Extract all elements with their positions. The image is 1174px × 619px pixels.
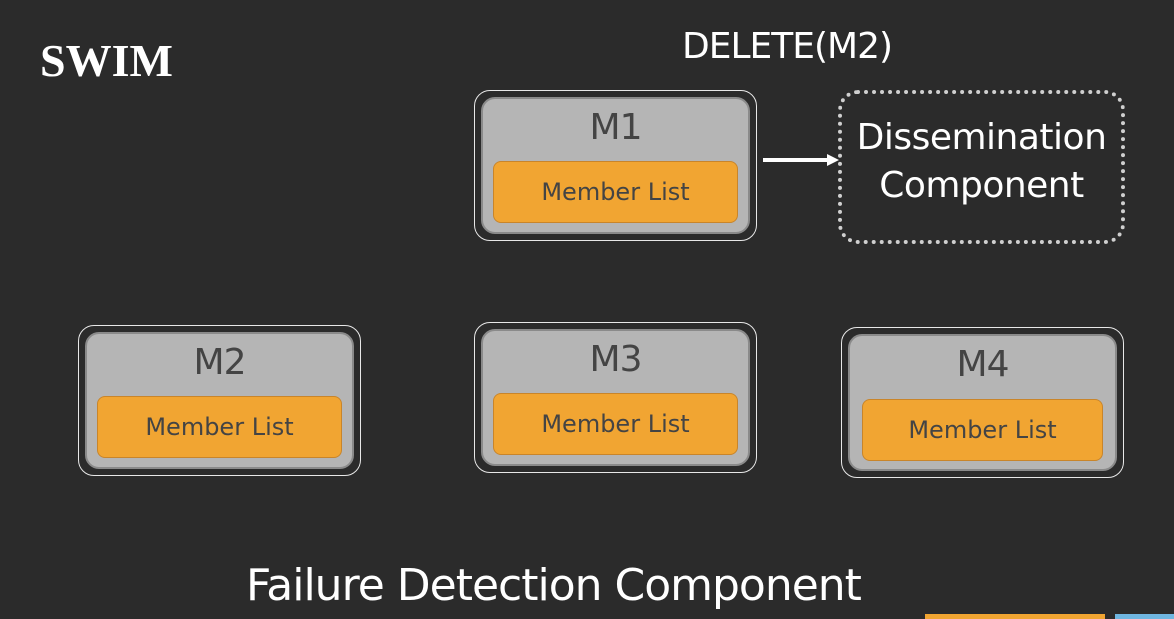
member-node-m1: M1 Member List [474,90,757,241]
member-node-body: M3 Member List [481,329,750,466]
member-list: Member List [862,399,1103,461]
arrow-icon [763,154,839,166]
member-node-body: M1 Member List [481,97,750,234]
conference-logo-fragment [925,614,1174,619]
member-node-body: M2 Member List [85,332,354,469]
member-name: M1 [589,107,643,148]
dissemination-component: Dissemination Component [838,90,1125,244]
member-name: M4 [956,344,1010,385]
dissemination-line2: Component [879,165,1084,206]
member-node-m4: M4 Member List [841,327,1124,478]
member-name: M2 [193,342,247,383]
member-node-m2: M2 Member List [78,325,361,476]
member-node-body: M4 Member List [848,334,1117,471]
member-list: Member List [97,396,342,458]
slide-title: SWIM [40,35,173,86]
member-node-m3: M3 Member List [474,322,757,473]
footer-caption: Failure Detection Component [246,560,862,611]
member-list: Member List [493,161,738,223]
member-list: Member List [493,393,738,455]
dissemination-line1: Dissemination [856,117,1107,158]
operation-label: DELETE(M2) [682,26,893,67]
member-name: M3 [589,339,643,380]
